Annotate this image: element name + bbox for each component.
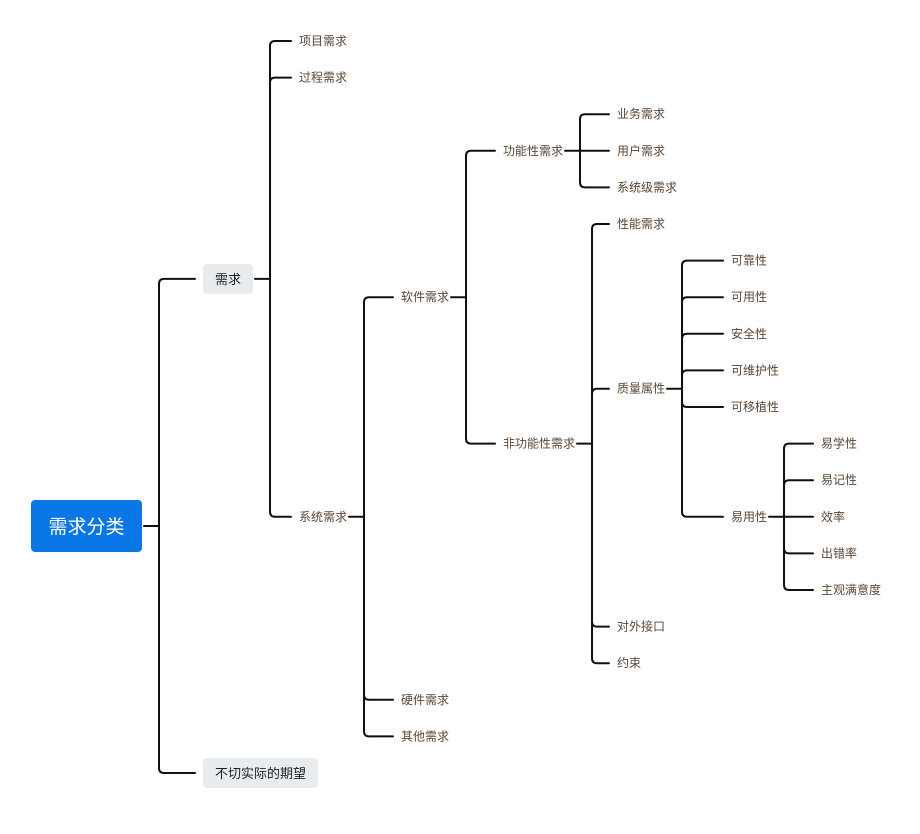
subtopic-label[interactable]: 可用性 bbox=[731, 290, 767, 304]
connector-branch bbox=[783, 479, 814, 518]
connector-branch bbox=[681, 296, 724, 390]
subtopic-label[interactable]: 可维护性 bbox=[731, 363, 779, 377]
subtopic-label[interactable]: 可靠性 bbox=[731, 254, 767, 268]
subtopic-label[interactable]: 非功能性需求 bbox=[503, 437, 575, 451]
subtopic-label[interactable]: 约束 bbox=[617, 655, 641, 670]
subtopic-label[interactable]: 效率 bbox=[821, 509, 845, 524]
connector-branch bbox=[591, 387, 610, 445]
subtopic-label[interactable]: 项目需求 bbox=[299, 34, 347, 48]
subtopic-label[interactable]: 安全性 bbox=[731, 326, 767, 341]
subtopic-label[interactable]: 质量属性 bbox=[617, 382, 665, 396]
connector-branch bbox=[465, 149, 496, 299]
connector-lines bbox=[143, 40, 814, 774]
connector-branch bbox=[269, 76, 292, 280]
connector-branch bbox=[158, 524, 196, 774]
subtopic-label[interactable]: 用户需求 bbox=[617, 143, 665, 158]
connector-branch bbox=[591, 223, 610, 445]
connector-branch bbox=[681, 259, 724, 390]
connector-branch bbox=[681, 387, 724, 518]
subtopic-label[interactable]: 过程需求 bbox=[299, 70, 347, 85]
connector-branch bbox=[591, 442, 610, 665]
connector-branch bbox=[269, 277, 292, 518]
connector-branch bbox=[783, 515, 814, 555]
subtopic-label[interactable]: 性能需求 bbox=[617, 217, 665, 231]
root-node[interactable] bbox=[31, 499, 142, 552]
subtopic-label[interactable]: 主观满意度 bbox=[821, 582, 881, 597]
root-node-label: 需求分类 bbox=[48, 516, 124, 538]
main-topic-label: 不切实际的期望 bbox=[215, 766, 306, 782]
subtopic-label[interactable]: 易记性 bbox=[821, 473, 857, 487]
connector-branch bbox=[363, 296, 394, 518]
connector-branch bbox=[591, 442, 610, 628]
subtopic-label[interactable]: 系统需求 bbox=[299, 510, 347, 524]
connector-branch bbox=[579, 149, 610, 189]
subtopic-label[interactable]: 系统级需求 bbox=[617, 180, 677, 194]
connector-branch bbox=[783, 515, 814, 591]
subtopic-label[interactable]: 业务需求 bbox=[617, 106, 665, 121]
connector-branch bbox=[363, 515, 394, 701]
connector-branch bbox=[783, 442, 814, 518]
connector-branch bbox=[579, 113, 610, 152]
subtopic-label[interactable]: 其他需求 bbox=[401, 729, 449, 743]
connector-branch bbox=[681, 332, 724, 390]
connector-branch bbox=[158, 277, 196, 527]
subtopic-label[interactable]: 软件需求 bbox=[401, 290, 449, 304]
main-topic-node[interactable] bbox=[203, 758, 319, 788]
main-topic-node[interactable] bbox=[203, 263, 254, 294]
connector-branch bbox=[363, 515, 394, 738]
subtopic-label[interactable]: 硬件需求 bbox=[401, 693, 449, 707]
connector-branch bbox=[465, 296, 496, 445]
subtopic-label[interactable]: 易用性 bbox=[731, 510, 767, 524]
subtopic-label[interactable]: 易学性 bbox=[821, 436, 857, 451]
subtopic-label[interactable]: 可移植性 bbox=[731, 399, 779, 414]
subtopic-label[interactable]: 出错率 bbox=[821, 545, 857, 560]
main-topic-label: 需求 bbox=[215, 273, 241, 288]
connector-branch bbox=[681, 387, 724, 408]
subtopic-label[interactable]: 功能性需求 bbox=[503, 144, 563, 158]
subtopic-label[interactable]: 对外接口 bbox=[617, 619, 665, 634]
connector-branch bbox=[681, 369, 724, 390]
connector-branch bbox=[269, 40, 292, 280]
